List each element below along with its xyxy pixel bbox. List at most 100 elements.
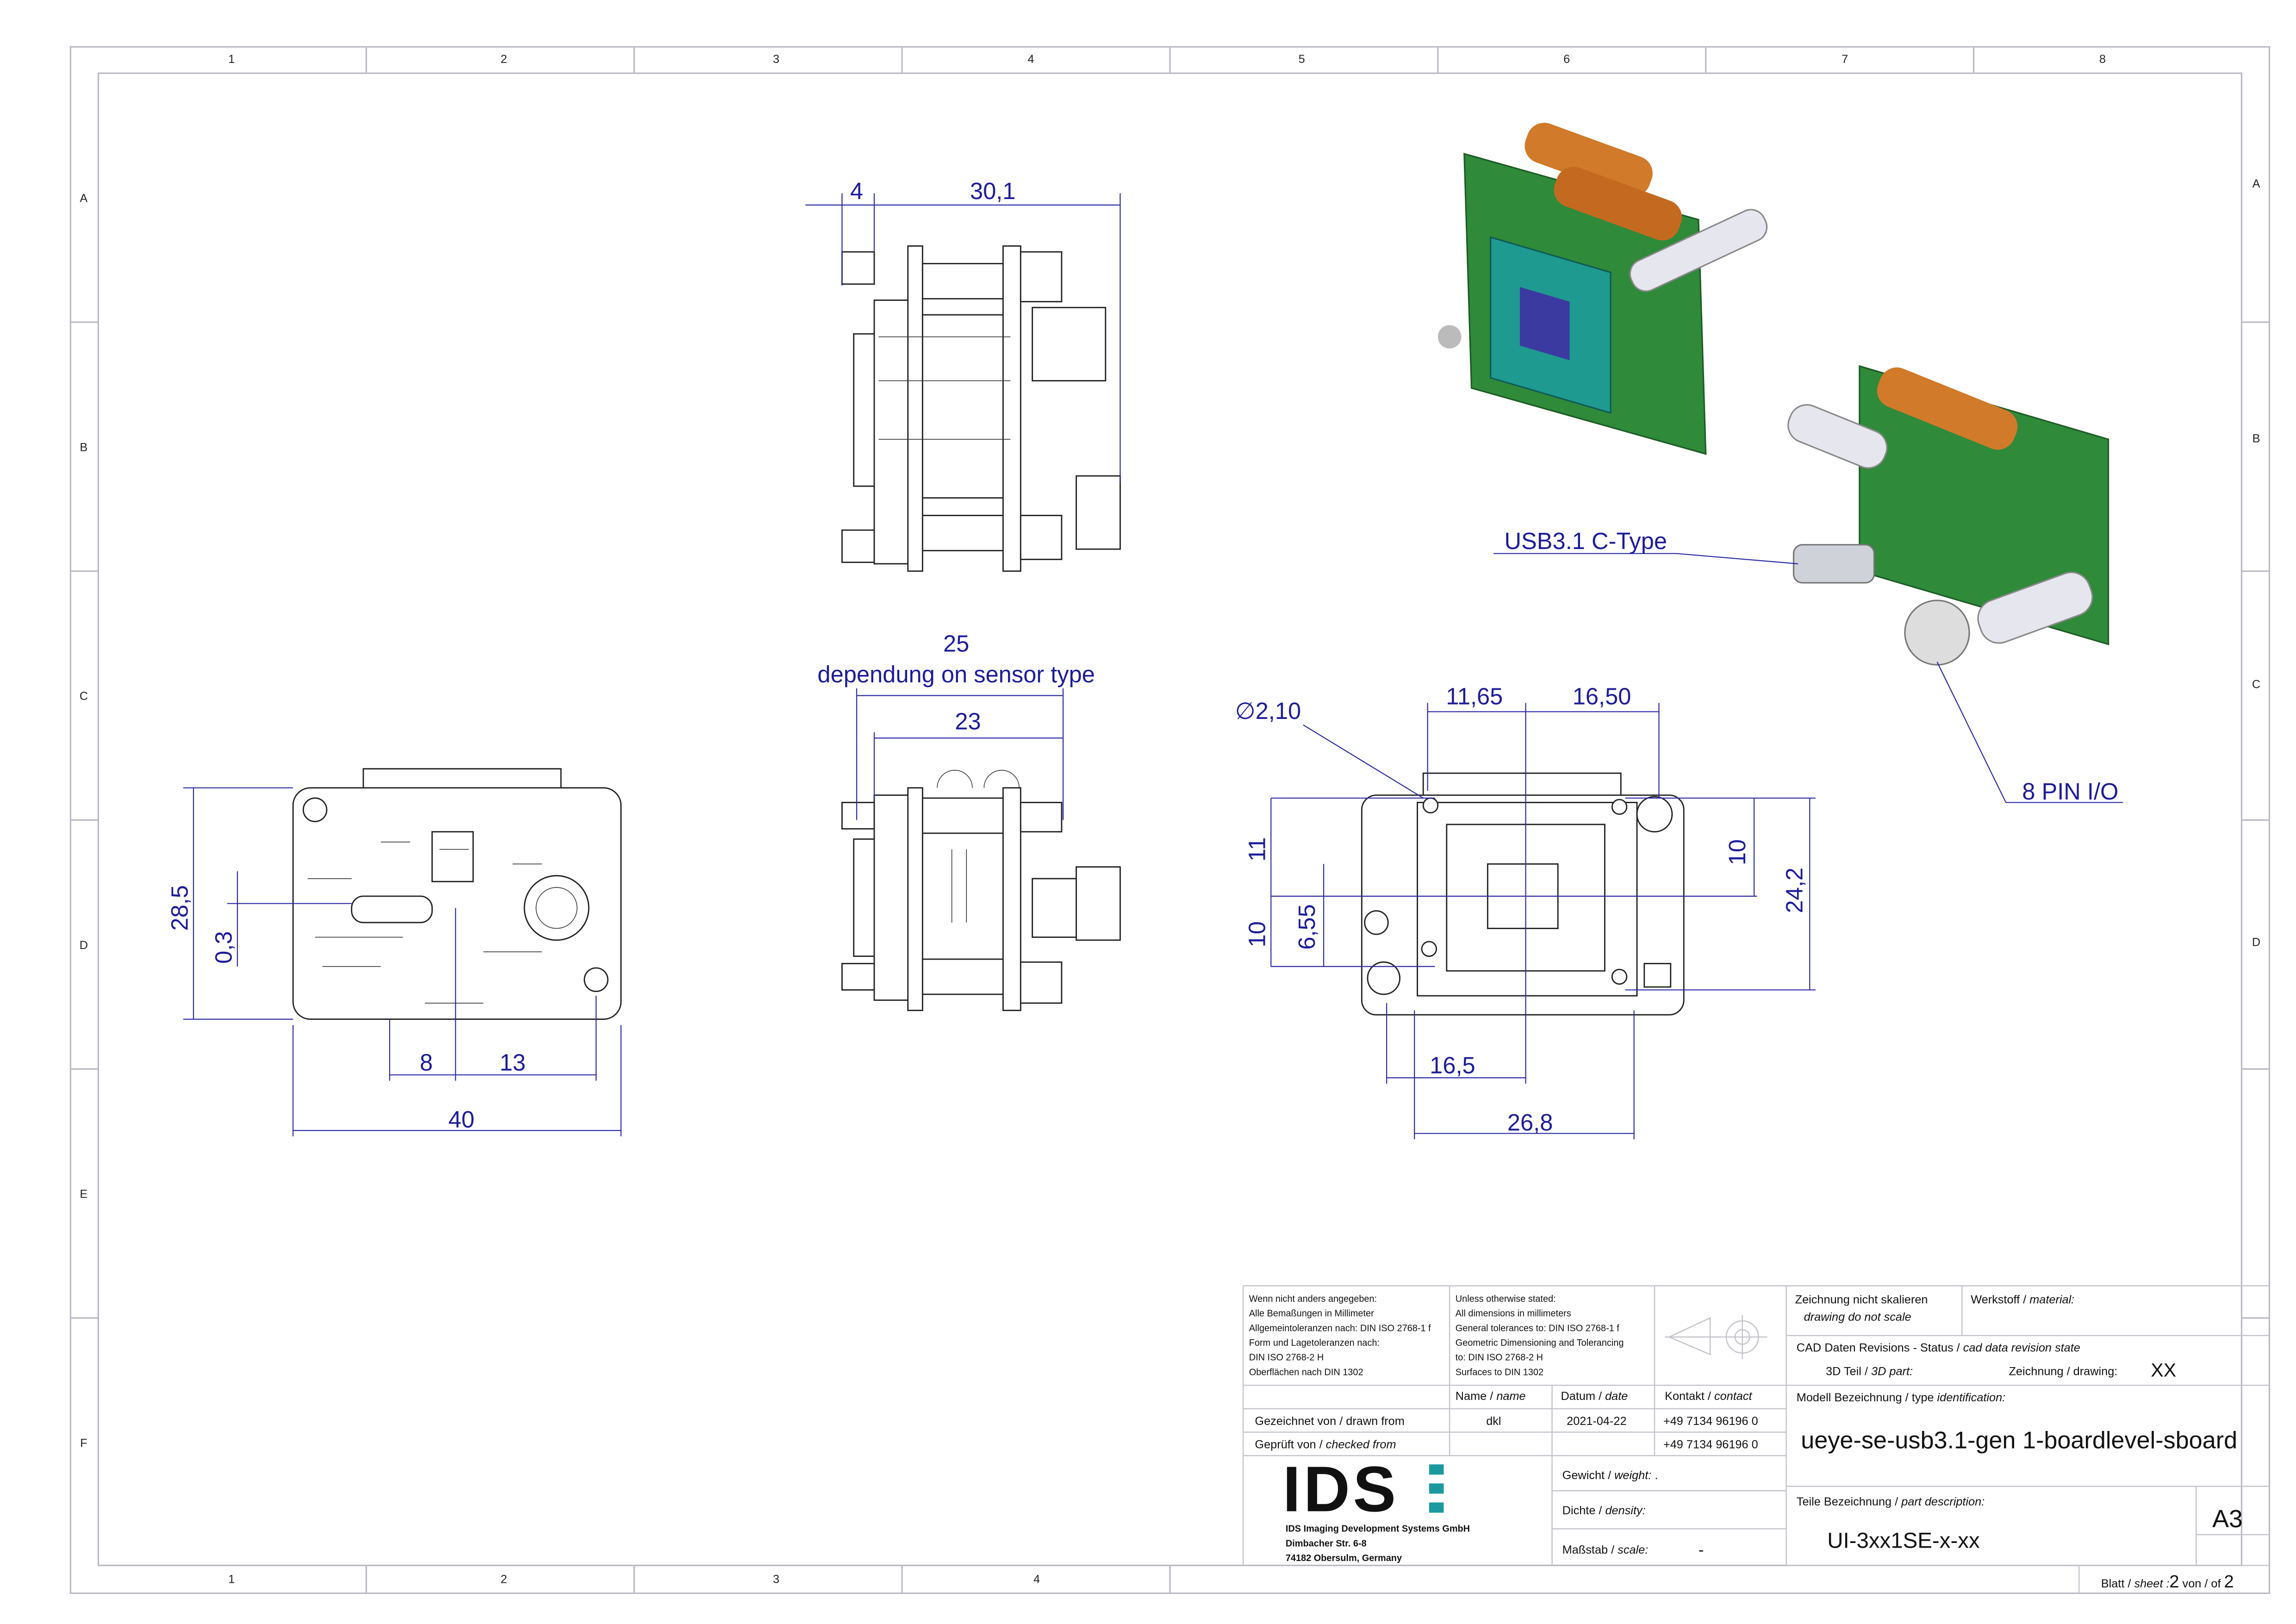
col-label: 3 [773, 1573, 779, 1586]
drawing-value: XX [2151, 1359, 2176, 1380]
note-de: Allgemeintoleranzen nach: DIN ISO 2768-1… [1249, 1323, 1431, 1333]
no-scale-label-en: drawing do not scale [1804, 1311, 1911, 1324]
material-label-en: material: [2029, 1293, 2074, 1306]
note-de: Wenn nicht anders angegeben: [1249, 1294, 1377, 1304]
header-name-en: name [1496, 1390, 1525, 1403]
col-label: 5 [1299, 53, 1305, 66]
checked-label-en: checked from [1326, 1438, 1396, 1451]
row-label: B [2252, 432, 2260, 445]
ids-logo: IDS [1283, 1453, 1444, 1525]
column-labels-bottom: 1 2 3 4 [228, 1573, 1040, 1586]
callouts: USB3.1 C-Type 8 PIN I/O [1493, 528, 2123, 805]
checked-label: Geprüft von / [1255, 1438, 1325, 1451]
callout-usb: USB3.1 C-Type [1504, 528, 1667, 554]
sheet-label: Blatt / [2101, 1577, 2134, 1590]
company-name: IDS Imaging Development Systems GmbH [1286, 1524, 1470, 1534]
row-label: D [2252, 936, 2260, 949]
scale-label: Maßstab / [1562, 1543, 1618, 1556]
note-en: General tolerances to: DIN ISO 2768-1 f [1456, 1323, 1620, 1333]
note-de: Alle Bemaßungen in Millimeter [1249, 1309, 1374, 1319]
dim-label: 25 [943, 631, 969, 657]
drawn-date: 2021-04-22 [1567, 1415, 1626, 1428]
dim-label: 11 [1244, 837, 1270, 862]
part3d-label-en: 3D part: [1871, 1365, 1913, 1378]
front-view-left [292, 768, 622, 1020]
weight-label: Gewicht / [1562, 1469, 1614, 1482]
row-label: B [80, 441, 87, 454]
part3d-label: 3D Teil / [1826, 1365, 1871, 1378]
svg-text:Blatt / sheet :2 von / of 2: Blatt / sheet :2 von / of 2 [2101, 1572, 2234, 1592]
sheet-of: von / of [2179, 1577, 2224, 1590]
row-label: F [80, 1437, 87, 1449]
column-labels-top: 1 2 3 4 5 6 7 8 [228, 53, 2106, 66]
scale-label-en: scale: [1618, 1543, 1648, 1556]
no-scale-label: Zeichnung nicht skalieren [1795, 1293, 1928, 1306]
svg-text:Name / name: Name / name [1456, 1390, 1526, 1403]
weight-label-en: weight: [1614, 1469, 1651, 1482]
svg-text:Kontakt / contact: Kontakt / contact [1665, 1390, 1752, 1403]
col-label: 3 [773, 53, 779, 66]
note-de: Form und Lagetoleranzen nach: [1249, 1338, 1380, 1348]
dim-label: 10 [1724, 839, 1750, 865]
dim-label: 40 [448, 1106, 474, 1133]
col-label: 4 [1033, 1573, 1040, 1586]
company-street: Dimbacher Str. 6-8 [1286, 1538, 1367, 1549]
dim-label: 8 [420, 1049, 433, 1075]
grid-dividers [70, 47, 2270, 1593]
dim-label: 13 [500, 1049, 526, 1075]
scale-value: - [1699, 1541, 1704, 1559]
note-en: Surfaces to DIN 1302 [1456, 1367, 1543, 1377]
svg-text:Gewicht / weight: .: Gewicht / weight: . [1562, 1469, 1658, 1482]
logo-text: IDS [1283, 1453, 1399, 1525]
col-label: 7 [1842, 53, 1848, 66]
sheet-total: 2 [2224, 1572, 2234, 1592]
header-contact-en: contact [1714, 1390, 1753, 1403]
dim-label: 6,55 [1294, 904, 1320, 950]
dim-label: 16,5 [1430, 1052, 1475, 1079]
note-de: Oberflächen nach DIN 1302 [1249, 1367, 1363, 1377]
dim-note: dependung on sensor type [817, 661, 1095, 687]
header-contact: Kontakt / [1665, 1390, 1714, 1403]
svg-text:Teile Bezeichnung / part descr: Teile Bezeichnung / part description: [1797, 1495, 1985, 1508]
cad-status-label-en: cad data revision state [1963, 1342, 2080, 1355]
dim-label: ∅2,10 [1235, 698, 1301, 724]
drawn-name: dkl [1486, 1415, 1501, 1428]
row-label: A [80, 192, 87, 205]
sheet-number: 2 [2169, 1572, 2179, 1592]
dim-side-middle: 25 dependung on sensor type 23 [817, 631, 1095, 820]
material-label: Werkstoff / [1971, 1293, 2029, 1306]
side-view-middle [841, 770, 1121, 1012]
row-label: E [80, 1188, 87, 1201]
render-3d-back [1787, 365, 2109, 666]
type-id-label-en: identification: [1937, 1391, 2006, 1404]
title-block: Wenn nicht anders angegeben: Alle Bemaßu… [1242, 1285, 2270, 1593]
dim-label: 4 [850, 178, 863, 204]
dim-label: 24,2 [1781, 868, 1807, 913]
header-date: Datum / [1561, 1390, 1605, 1403]
svg-text:3D Teil / 3D part:: 3D Teil / 3D part: [1826, 1365, 1913, 1378]
col-label: 2 [501, 53, 507, 66]
projection-symbol-icon [1665, 1315, 1767, 1359]
svg-text:Geprüft von / checked from: Geprüft von / checked from [1255, 1438, 1396, 1451]
note-en: Geometric Dimensioning and Tolerancing [1456, 1338, 1624, 1348]
col-label: 4 [1027, 53, 1034, 66]
density-label: Dichte / [1562, 1504, 1605, 1517]
svg-text:CAD Daten Revisions - Status /: CAD Daten Revisions - Status / cad data … [1797, 1342, 2080, 1355]
col-label: 8 [2099, 53, 2106, 66]
checked-contact: +49 7134 96196 0 [1663, 1438, 1758, 1451]
header-name: Name / [1456, 1390, 1497, 1403]
dim-label: 28,5 [166, 885, 193, 931]
col-label: 6 [1563, 53, 1570, 66]
type-id-label: Modell Bezeichnung / type [1797, 1391, 1937, 1404]
dim-label: 26,8 [1507, 1109, 1553, 1136]
dim-label: 0,3 [210, 931, 236, 963]
density-label-en: density: [1605, 1504, 1645, 1517]
svg-text:Modell Bezeichnung / type iden: Modell Bezeichnung / type identification… [1797, 1391, 2005, 1404]
drawing-label: Zeichnung / drawing: [2009, 1365, 2117, 1378]
col-label: 1 [228, 53, 235, 66]
drawn-contact: +49 7134 96196 0 [1663, 1415, 1758, 1428]
dim-label: 11,65 [1446, 683, 1503, 710]
svg-text:Dichte / density:: Dichte / density: [1562, 1504, 1646, 1517]
svg-text:Werkstoff / material:: Werkstoff / material: [1971, 1293, 2074, 1306]
